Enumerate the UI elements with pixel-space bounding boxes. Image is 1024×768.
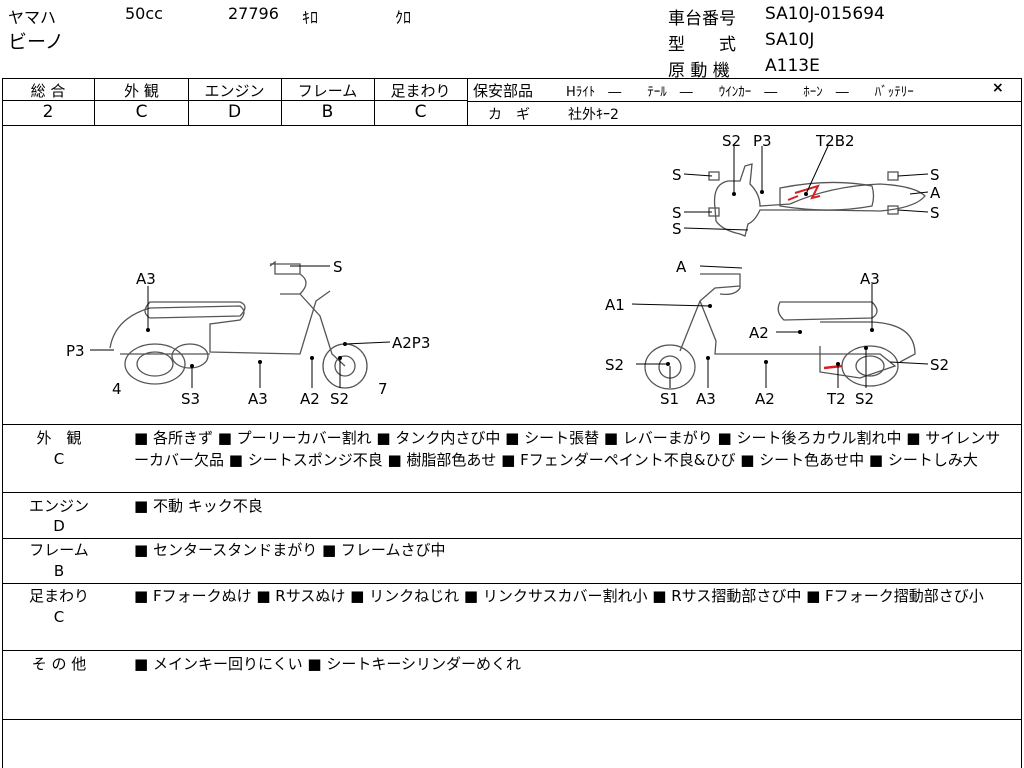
label-left-a3-bottom: A3 [248, 390, 268, 408]
grade-suspension: C [414, 102, 427, 122]
scooter-left-view [109, 260, 368, 389]
line-section-1 [2, 492, 1022, 493]
label-right-a: A [676, 258, 687, 276]
key-label: カ ギ [488, 107, 530, 123]
label-left-a2p3: A2P3 [392, 334, 430, 352]
frame-no: SA10J-015694 [765, 4, 885, 24]
section-engine-label: エンジン [28, 497, 89, 515]
section-frame-label: フレーム [29, 541, 89, 559]
grade-header-engine: エンジン [204, 82, 265, 100]
label-top-s-3: S [672, 220, 682, 238]
grade-overall: 2 [42, 102, 54, 122]
safety-items: Hﾗｲﾄ ― ﾃｰﾙ ― ｳｲﾝｶｰ ― ﾎｰﾝ ― ﾊﾞｯﾃﾘｰ [566, 85, 914, 100]
engine-value: A113E [765, 56, 820, 76]
label-right-s2-bottom: S2 [855, 390, 874, 408]
line-grades-top [2, 78, 1022, 79]
model-name: ビーノ [8, 31, 64, 53]
grade-header-overall: 総 合 [30, 82, 66, 100]
section-exterior-text: ■ 各所きず ■ プーリーカバー割れ ■ タンク内さび中 ■ シート張替 ■ レ… [134, 429, 1001, 469]
label-top-s-1: S [672, 166, 682, 184]
type-label: 型 式 [668, 35, 736, 55]
damage-mark-top [794, 184, 821, 200]
grade-header-exterior: 外 観 [124, 82, 159, 100]
label-top-s-5: S [930, 204, 940, 222]
label-right-a2: A2 [749, 324, 769, 342]
label-right-a3: A3 [860, 270, 880, 288]
frame-left [2, 78, 3, 768]
label-top-a: A [930, 184, 941, 202]
damage-mark-top-2 [787, 195, 799, 201]
grid-divider [94, 78, 95, 125]
label-right-t2: T2 [826, 390, 846, 408]
damage-diagram: S2 P3 T2B2 S S S S S A A3 S P3 A2P3 4 S3… [66, 132, 949, 408]
color: ｸﾛ [395, 8, 412, 27]
label-left-p3: P3 [66, 342, 85, 360]
grade-exterior: C [135, 102, 148, 122]
type-value: SA10J [765, 30, 815, 50]
label-top-s2: S2 [722, 132, 741, 150]
grid-divider [188, 78, 189, 125]
label-left-a3: A3 [136, 270, 156, 288]
engine-label: 原 動 機 [668, 61, 730, 81]
label-top-s-4: S [930, 166, 940, 184]
scooter-top-view [708, 163, 926, 237]
grade-header-suspension: 足まわり [390, 82, 451, 100]
mileage: 27796 [228, 4, 279, 23]
grade-frame: B [321, 102, 334, 122]
label-left-s2: S2 [330, 390, 349, 408]
key-value: 社外ｷｰ2 [568, 107, 619, 123]
label-top-p3: P3 [753, 132, 772, 150]
line-grades-mid [2, 100, 468, 101]
label-right-a1: A1 [605, 296, 625, 314]
label-left-4: 4 [112, 380, 122, 398]
label-top-s-2: S [672, 204, 682, 222]
line-sections-top [2, 424, 1022, 425]
line-grades-bottom [2, 125, 1022, 126]
frame-right [1021, 78, 1022, 768]
label-right-s2-left: S2 [605, 356, 624, 374]
displacement: 50cc [125, 4, 163, 23]
line-section-2 [2, 538, 1022, 539]
line-section-4 [2, 650, 1022, 651]
safety-label: 保安部品 [473, 82, 534, 100]
section-other-text: ■ メインキー回りにくい ■ シートキーシリンダーめくれ [134, 655, 522, 673]
section-engine-grade: D [53, 517, 65, 535]
grade-header-frame: フレーム [297, 82, 358, 100]
label-top-t2b2: T2B2 [815, 132, 855, 150]
label-right-s2-right: S2 [930, 356, 949, 374]
label-right-a3-bottom: A3 [696, 390, 716, 408]
section-engine-text: ■ 不動 キック不良 [134, 497, 263, 515]
line-safety-mid [468, 101, 1022, 102]
frame-no-label: 車台番号 [668, 9, 736, 29]
mileage-unit: ｷﾛ [302, 8, 319, 27]
grade-engine: D [227, 102, 242, 122]
grid-divider [374, 78, 375, 125]
grid-divider [467, 78, 468, 125]
line-section-5 [2, 719, 1022, 720]
label-right-s1: S1 [660, 390, 679, 408]
label-left-s3: S3 [181, 390, 200, 408]
section-frame-text: ■ センタースタンドまがり ■ フレームさび中 [134, 541, 446, 559]
line-section-3 [2, 583, 1022, 584]
section-frame-grade: B [53, 562, 65, 580]
label-left-7: 7 [378, 380, 388, 398]
section-other-label: そ の 他 [31, 655, 87, 673]
label-left-a2: A2 [300, 390, 320, 408]
section-exterior-label: 外 観 [36, 429, 82, 447]
label-left-s: S [333, 258, 343, 276]
maker: ヤマハ [8, 8, 57, 27]
battery-mark: × [992, 80, 1004, 96]
grid-divider [281, 78, 282, 125]
section-suspension-text: ■ Fフォークぬけ ■ Rサスぬけ ■ リンクねじれ ■ リンクサスカバー割れ小… [134, 587, 984, 605]
label-right-a2-bottom: A2 [755, 390, 775, 408]
section-suspension-grade: C [53, 608, 65, 626]
section-suspension-label: 足まわり [28, 587, 89, 605]
damage-mark-right [823, 364, 843, 370]
section-exterior-grade: C [53, 450, 65, 468]
